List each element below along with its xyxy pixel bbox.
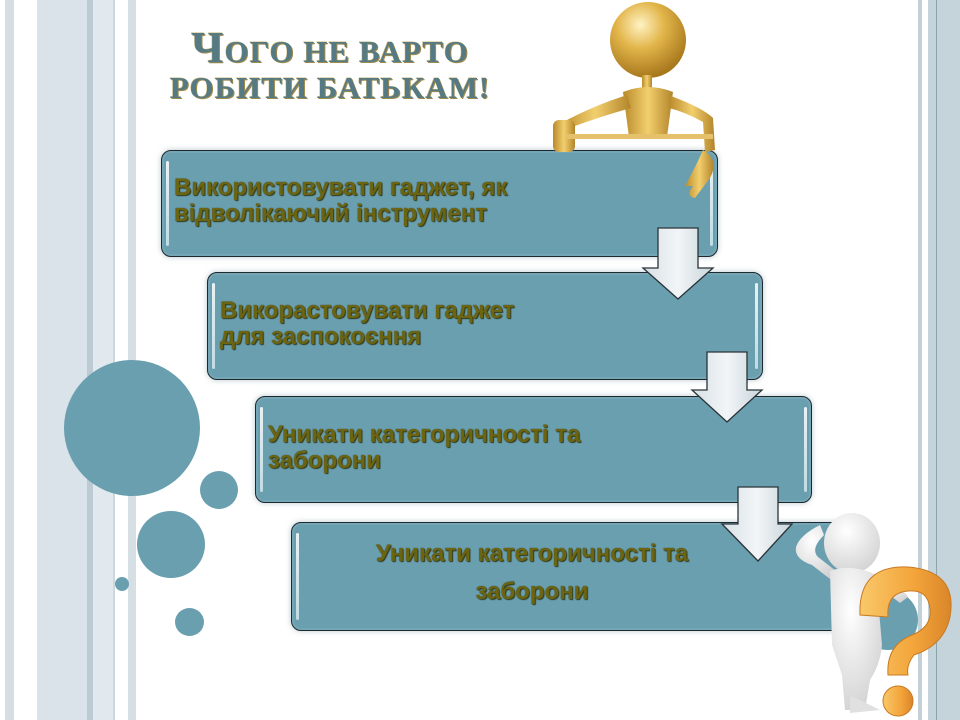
decor-circle-small-2 <box>175 608 204 636</box>
white-figure-question-mark-icon <box>795 513 952 717</box>
page-title-line-1: ЧОГО НЕ ВАРТО <box>0 22 660 73</box>
step-4-line-2: заборони <box>475 578 589 605</box>
step-1-text: Використовувати гаджет, як відволікаючий… <box>174 175 507 227</box>
decor-circle-small-1 <box>200 471 238 509</box>
page-title-line-2: РОБИТИ БАТЬКАМ! <box>0 70 660 106</box>
step-2-line-1: Викорастовувати гаджет <box>220 297 515 324</box>
bg-stripe-left-1 <box>5 0 14 720</box>
down-arrow-icon <box>690 351 764 423</box>
step-4-text: Уникати категоричності та заборони <box>292 535 772 611</box>
step-3-line-1: Уникати категоричності та <box>268 421 581 448</box>
step-1-line-1: Використовувати гаджет, як <box>174 174 508 201</box>
decor-circle-tiny <box>115 577 129 591</box>
bg-stripe-right-1 <box>918 0 922 720</box>
bg-stripe-left-2 <box>37 0 87 720</box>
bg-stripe-left-4 <box>93 0 113 720</box>
decor-circle-large <box>64 360 200 496</box>
title-text-1: ЧОГО НЕ ВАРТО <box>191 23 469 72</box>
step-3-text: Уникати категоричності та заборони <box>268 422 580 474</box>
bg-stripe-right-3 <box>936 0 937 720</box>
down-arrow-icon <box>720 486 794 562</box>
step-1-line-2: відволікаючий інструмент <box>174 200 488 227</box>
step-2-line-2: для заспокоєння <box>220 323 422 350</box>
title-text-2: РОБИТИ БАТЬКАМ! <box>169 70 491 105</box>
decor-circle-medium <box>137 511 205 578</box>
gold-figure-holding-board-icon <box>553 2 715 198</box>
bg-stripe-left-3 <box>87 0 93 720</box>
step-4-line-1: Уникати категоричності та <box>375 540 689 567</box>
step-3-line-2: заборони <box>268 447 382 474</box>
bg-stripe-left-5 <box>113 0 115 720</box>
down-arrow-icon <box>641 227 715 300</box>
step-2-text: Викорастовувати гаджет для заспокоєння <box>220 298 514 350</box>
step-box-1: Використовувати гаджет, як відволікаючий… <box>161 150 718 257</box>
